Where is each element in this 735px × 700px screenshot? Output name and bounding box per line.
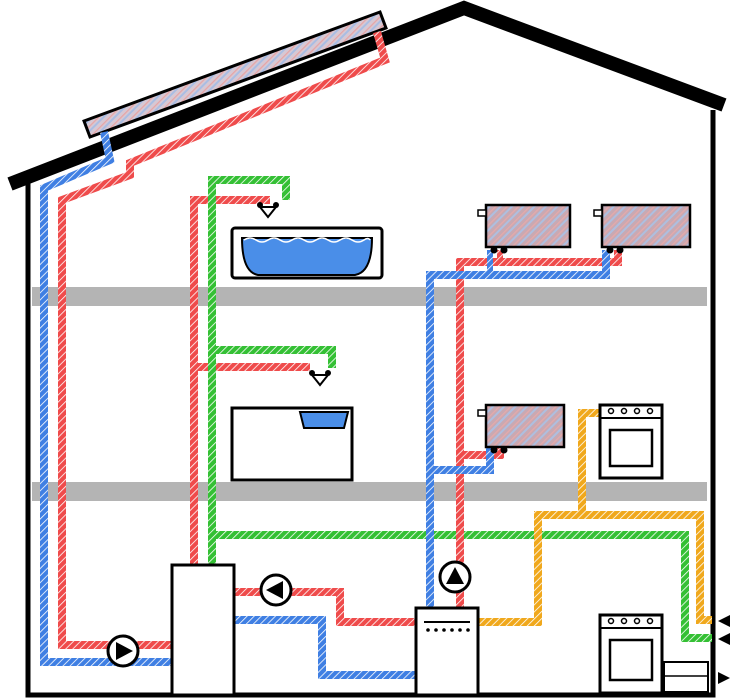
radiator-hot-riser (456, 250, 622, 608)
radiator-upper-left (477, 203, 572, 254)
radiator-hot-branch-lower (460, 448, 504, 459)
radiator-lower (477, 403, 566, 454)
gas-pipe-outlet (538, 511, 712, 624)
tap-icon (309, 370, 331, 387)
flow-arrow-icon (718, 633, 730, 645)
pump-icon (438, 560, 472, 594)
flow-arrow-icon (718, 615, 730, 627)
tap-icon (257, 202, 279, 219)
flow-arrow-icon (718, 672, 730, 684)
floors (32, 287, 707, 501)
house-outline (7, 0, 727, 698)
mixed-water-riser (208, 176, 290, 565)
boiler (414, 606, 480, 697)
solar-cold-pipe (40, 131, 172, 666)
stove-upper (598, 403, 664, 480)
solar-collector (82, 10, 388, 139)
flow-arrows (718, 615, 730, 684)
hot-water-riser (190, 196, 270, 565)
solar-hot-pipe (58, 30, 390, 649)
radiator-upper-right (593, 203, 692, 254)
wash-basin (230, 406, 354, 482)
lower-floor-slab (32, 482, 707, 501)
storage-tank (170, 563, 236, 697)
pump-icon (106, 634, 140, 668)
upper-floor-slab (32, 287, 707, 306)
mixed-water-ground-line (212, 531, 712, 642)
bathtub (230, 226, 384, 280)
utility-box (663, 661, 709, 693)
heating-return-pipe (234, 616, 416, 679)
roof (7, 0, 727, 191)
mixed-water-branch (212, 346, 336, 368)
house-walls (25, 110, 716, 698)
radiator-cold-branch-lower (430, 448, 494, 474)
pump-icon (259, 573, 293, 607)
piping (40, 30, 712, 679)
stove-lower (598, 613, 664, 695)
radiator-cold-riser (426, 250, 610, 608)
